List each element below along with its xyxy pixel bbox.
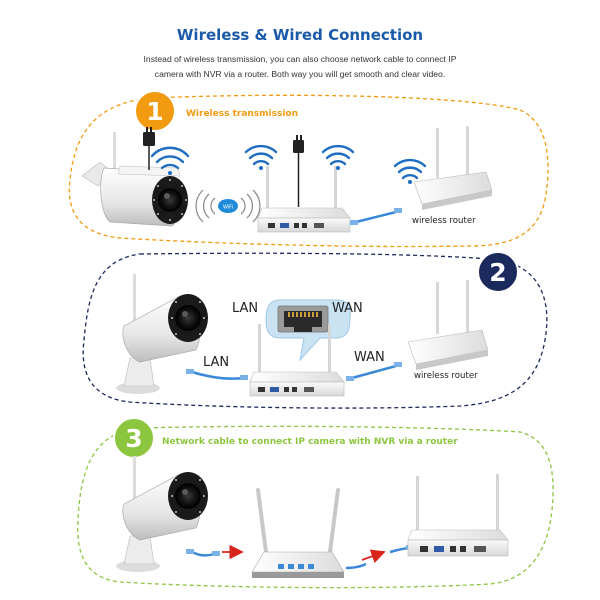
network-cable (346, 362, 402, 381)
page-title: Wireless & Wired Connection (176, 26, 424, 44)
bullet-camera (81, 132, 188, 227)
power-plug-icon (143, 127, 155, 170)
bullet-camera (116, 456, 208, 572)
nvr-recorder (249, 324, 345, 397)
nvr-recorder (257, 166, 351, 233)
router-label: wireless router (412, 216, 476, 226)
wifi-icon (393, 158, 427, 184)
arrow-icon (361, 549, 386, 564)
wireless-router (407, 280, 489, 370)
section-3-outline (77, 425, 554, 589)
router-label: wireless router (414, 371, 478, 381)
network-cable (345, 545, 414, 570)
wifi-icon (321, 144, 355, 170)
section-2: 2 LAN (82, 251, 548, 409)
port-label-lan: LAN (232, 301, 258, 316)
section-3-badge (114, 418, 154, 458)
intro-line-2: camera with NVR via a router. Both way y… (154, 69, 446, 79)
wired-router (251, 488, 345, 578)
network-cable (350, 208, 402, 225)
section-2-badge (478, 252, 518, 292)
section-1-label: Wireless transmission (186, 109, 298, 119)
svg-text:WiFi: WiFi (223, 205, 233, 211)
section-2-number: 2 (489, 258, 506, 287)
section-3-number: 3 (125, 424, 142, 453)
section-1-number: 1 (146, 97, 163, 126)
intro-line-1: Instead of wireless transmission, you ca… (143, 54, 457, 64)
section-2-outline (82, 252, 548, 409)
cable-label-wan: WAN (354, 350, 385, 365)
port-callout (265, 299, 351, 362)
section-3: 3 Network cable to connect IP camera wit… (77, 417, 554, 589)
wifi-icon (150, 146, 190, 175)
cable-label-lan: LAN (203, 355, 229, 370)
port-label-wan: WAN (332, 301, 363, 316)
section-1-badge (135, 91, 175, 131)
power-plug-icon (293, 135, 304, 207)
section-1-outline (68, 94, 549, 248)
wireless-router (413, 126, 493, 210)
section-1: 1 Wireless transmission (68, 90, 549, 248)
section-3-label: Network cable to connect IP camera with … (162, 437, 458, 447)
wireless-signal-icon: WiFi (195, 189, 261, 223)
network-cable (186, 369, 248, 380)
network-cable (186, 549, 220, 557)
intro-text: Instead of wireless transmission, you ca… (0, 52, 600, 82)
bullet-camera (116, 274, 208, 394)
wifi-icon (244, 144, 278, 170)
nvr-recorder (407, 474, 509, 557)
